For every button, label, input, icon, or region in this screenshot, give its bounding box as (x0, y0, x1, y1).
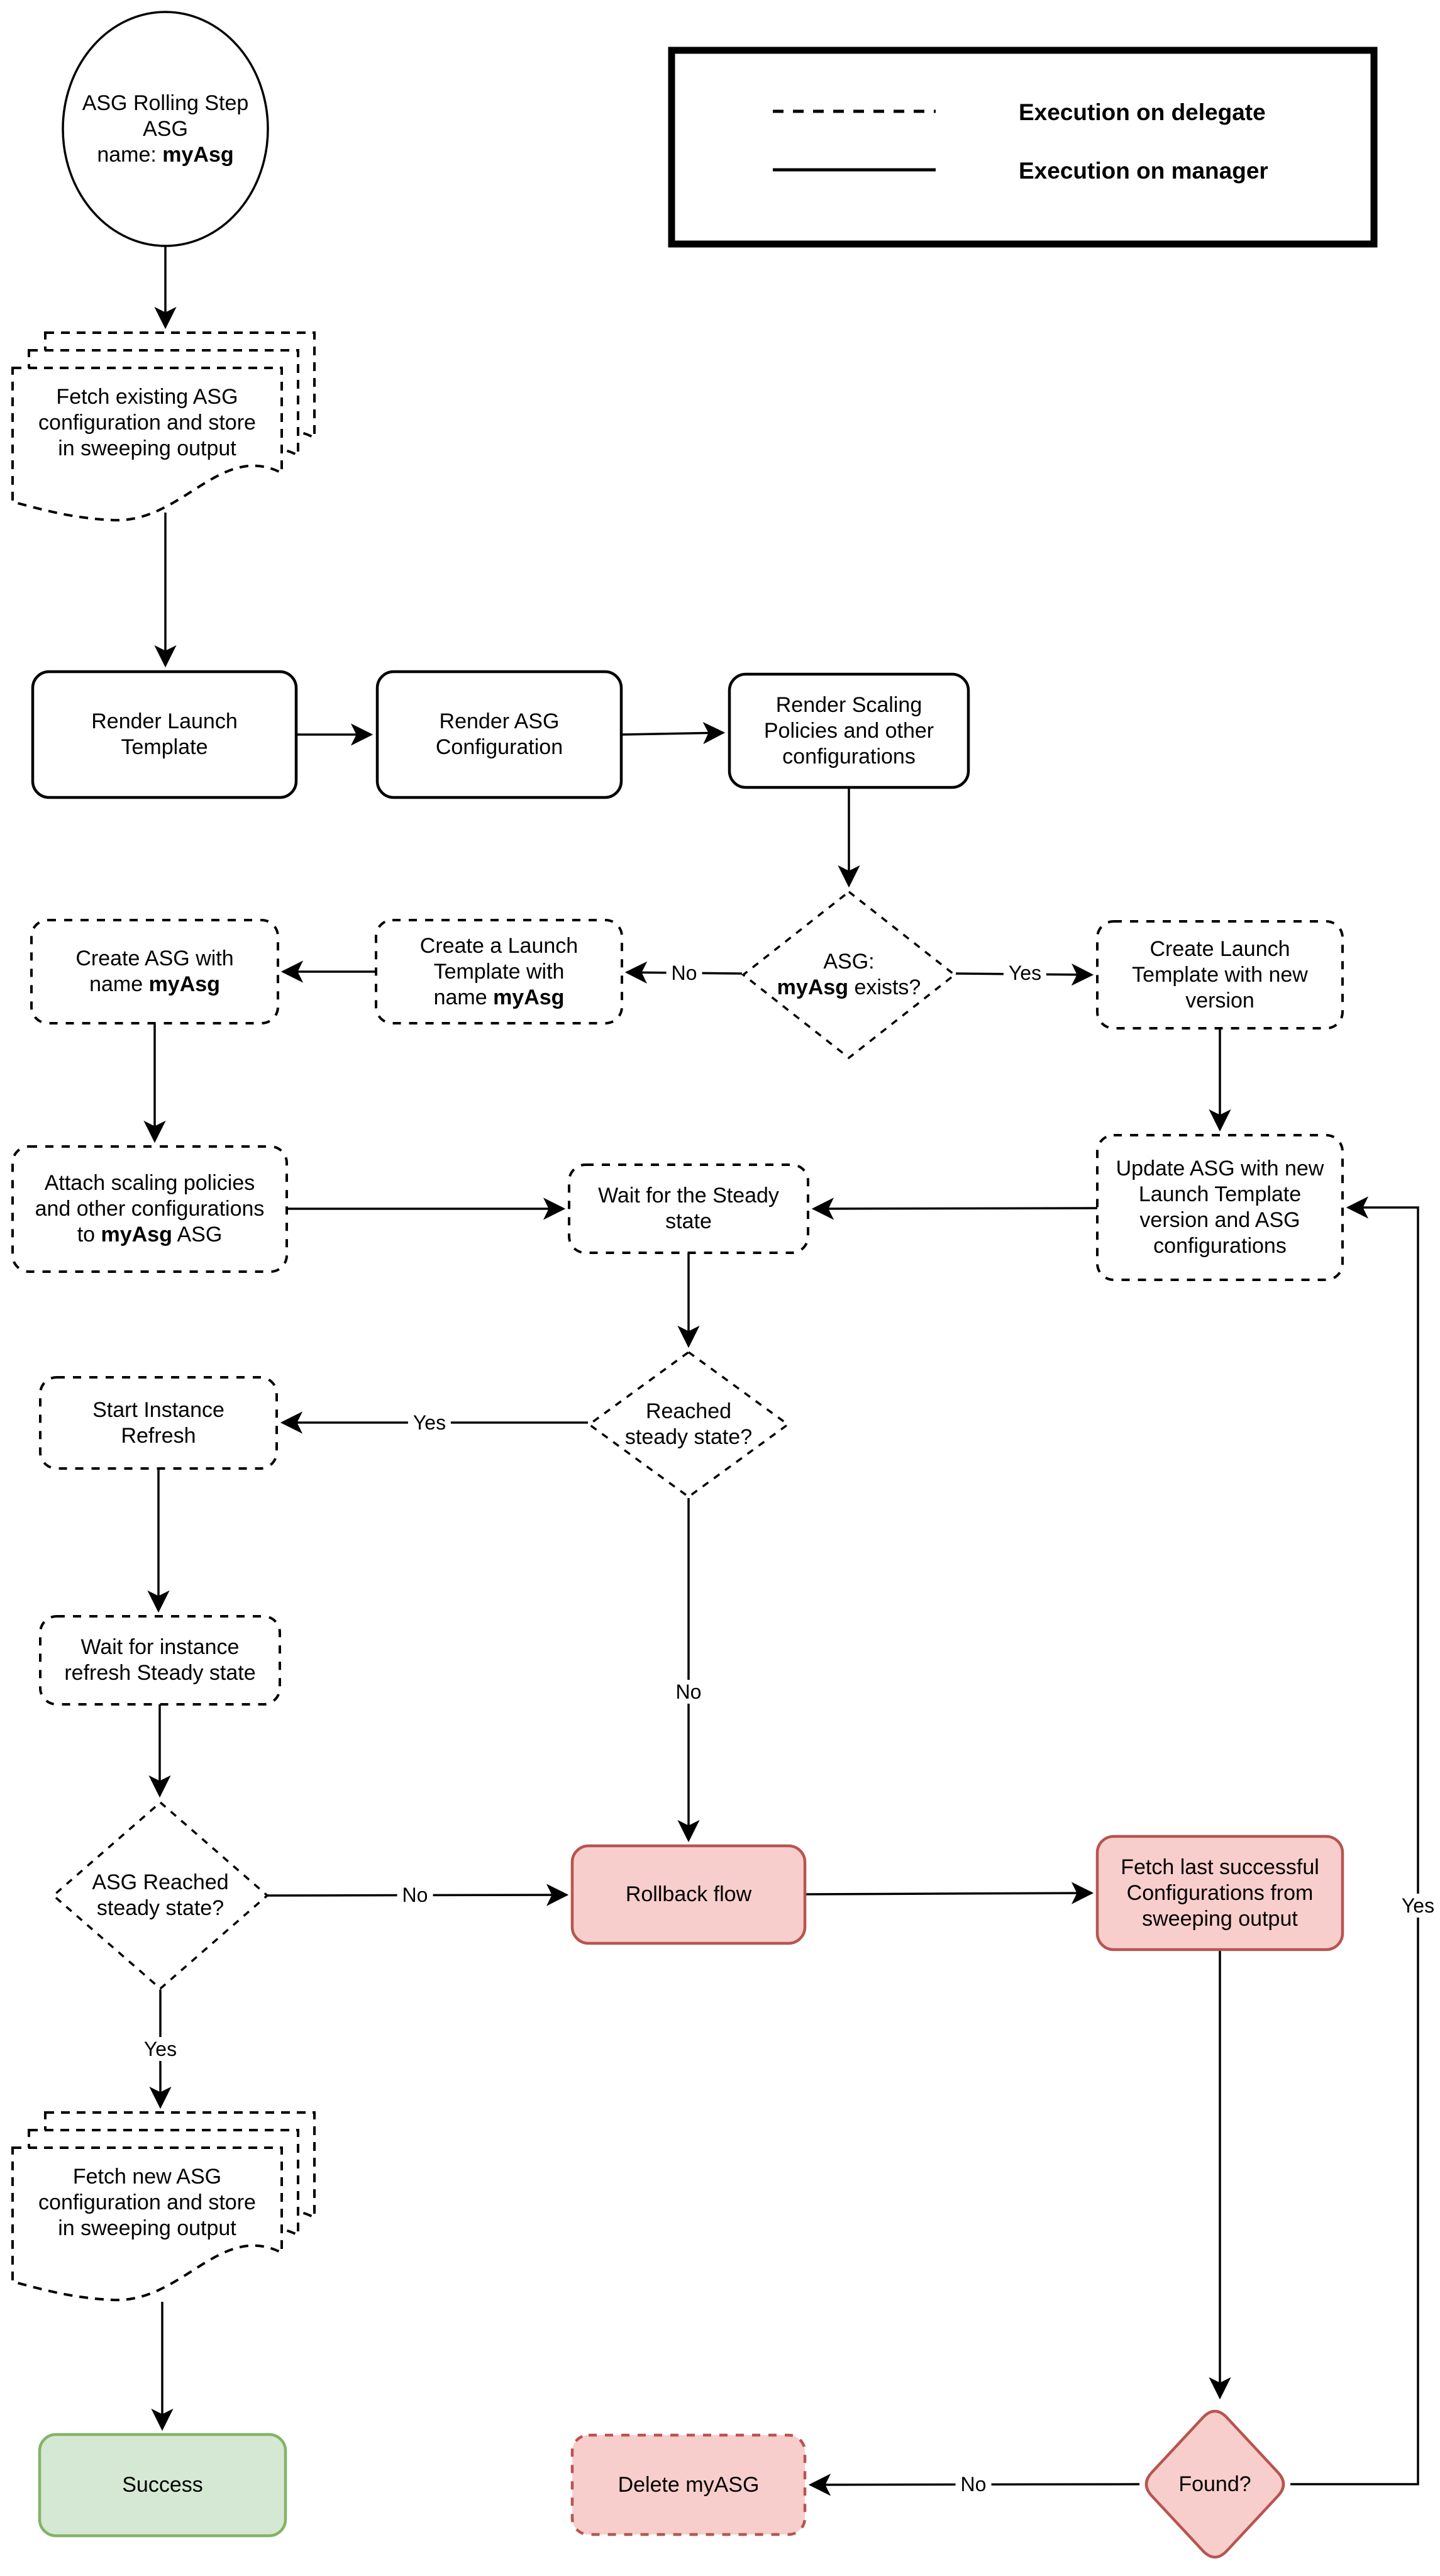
start-instance-refresh-node (39, 1376, 278, 1470)
found-decision (1144, 2409, 1285, 2559)
fetch-existing-node (11, 331, 316, 522)
edge-label-reached-no: No (670, 1680, 707, 1704)
reached-steady-decision (587, 1350, 790, 1499)
asg-reached-steady-decision (52, 1801, 269, 1990)
edge-found-yes (1290, 1196, 1419, 2485)
render-scaling-policies-node (728, 672, 970, 789)
delete-myasg-node (570, 2433, 807, 2536)
edge-label-asg-reached-yes: Yes (138, 2037, 182, 2061)
edge-label-asg-exists-yes: Yes (1003, 961, 1047, 985)
create-launch-template-named-node (375, 919, 623, 1024)
update-asg-node (1096, 1134, 1344, 1281)
wait-instance-refresh-node (39, 1615, 281, 1706)
edge-label-found-yes: Yes (1396, 1894, 1440, 1918)
render-launch-template-node (31, 670, 298, 799)
edge-label-reached-yes: Yes (407, 1411, 451, 1435)
edge-render-asg-to-render-scaling (621, 721, 726, 745)
legend-manager-label: Execution on manager (1019, 158, 1268, 184)
start-node (62, 11, 269, 247)
create-launch-template-new-node (1096, 920, 1344, 1030)
fetch-last-successful-node (1095, 1835, 1344, 1951)
render-asg-configuration-node (375, 670, 623, 799)
edge-rollback-to-fetch-last (804, 1882, 1094, 1904)
legend-delegate-label: Execution on delegate (1019, 99, 1266, 125)
create-asg-node (30, 919, 279, 1024)
success-node (38, 2433, 287, 2538)
asg-exists-decision (741, 890, 956, 1060)
edge-label-found-no: No (955, 2472, 992, 2496)
attach-scaling-policies-node (11, 1145, 288, 1273)
edge-label-asg-exists-no: No (666, 961, 702, 985)
rollback-flow-node (570, 1844, 807, 1945)
fetch-new-node (11, 2111, 316, 2302)
edge-label-asg-reached-no: No (397, 1883, 433, 1907)
legend-box (668, 47, 1378, 248)
wait-steady-node (568, 1163, 809, 1254)
edge-update-to-wait-steady (811, 1197, 1098, 1220)
